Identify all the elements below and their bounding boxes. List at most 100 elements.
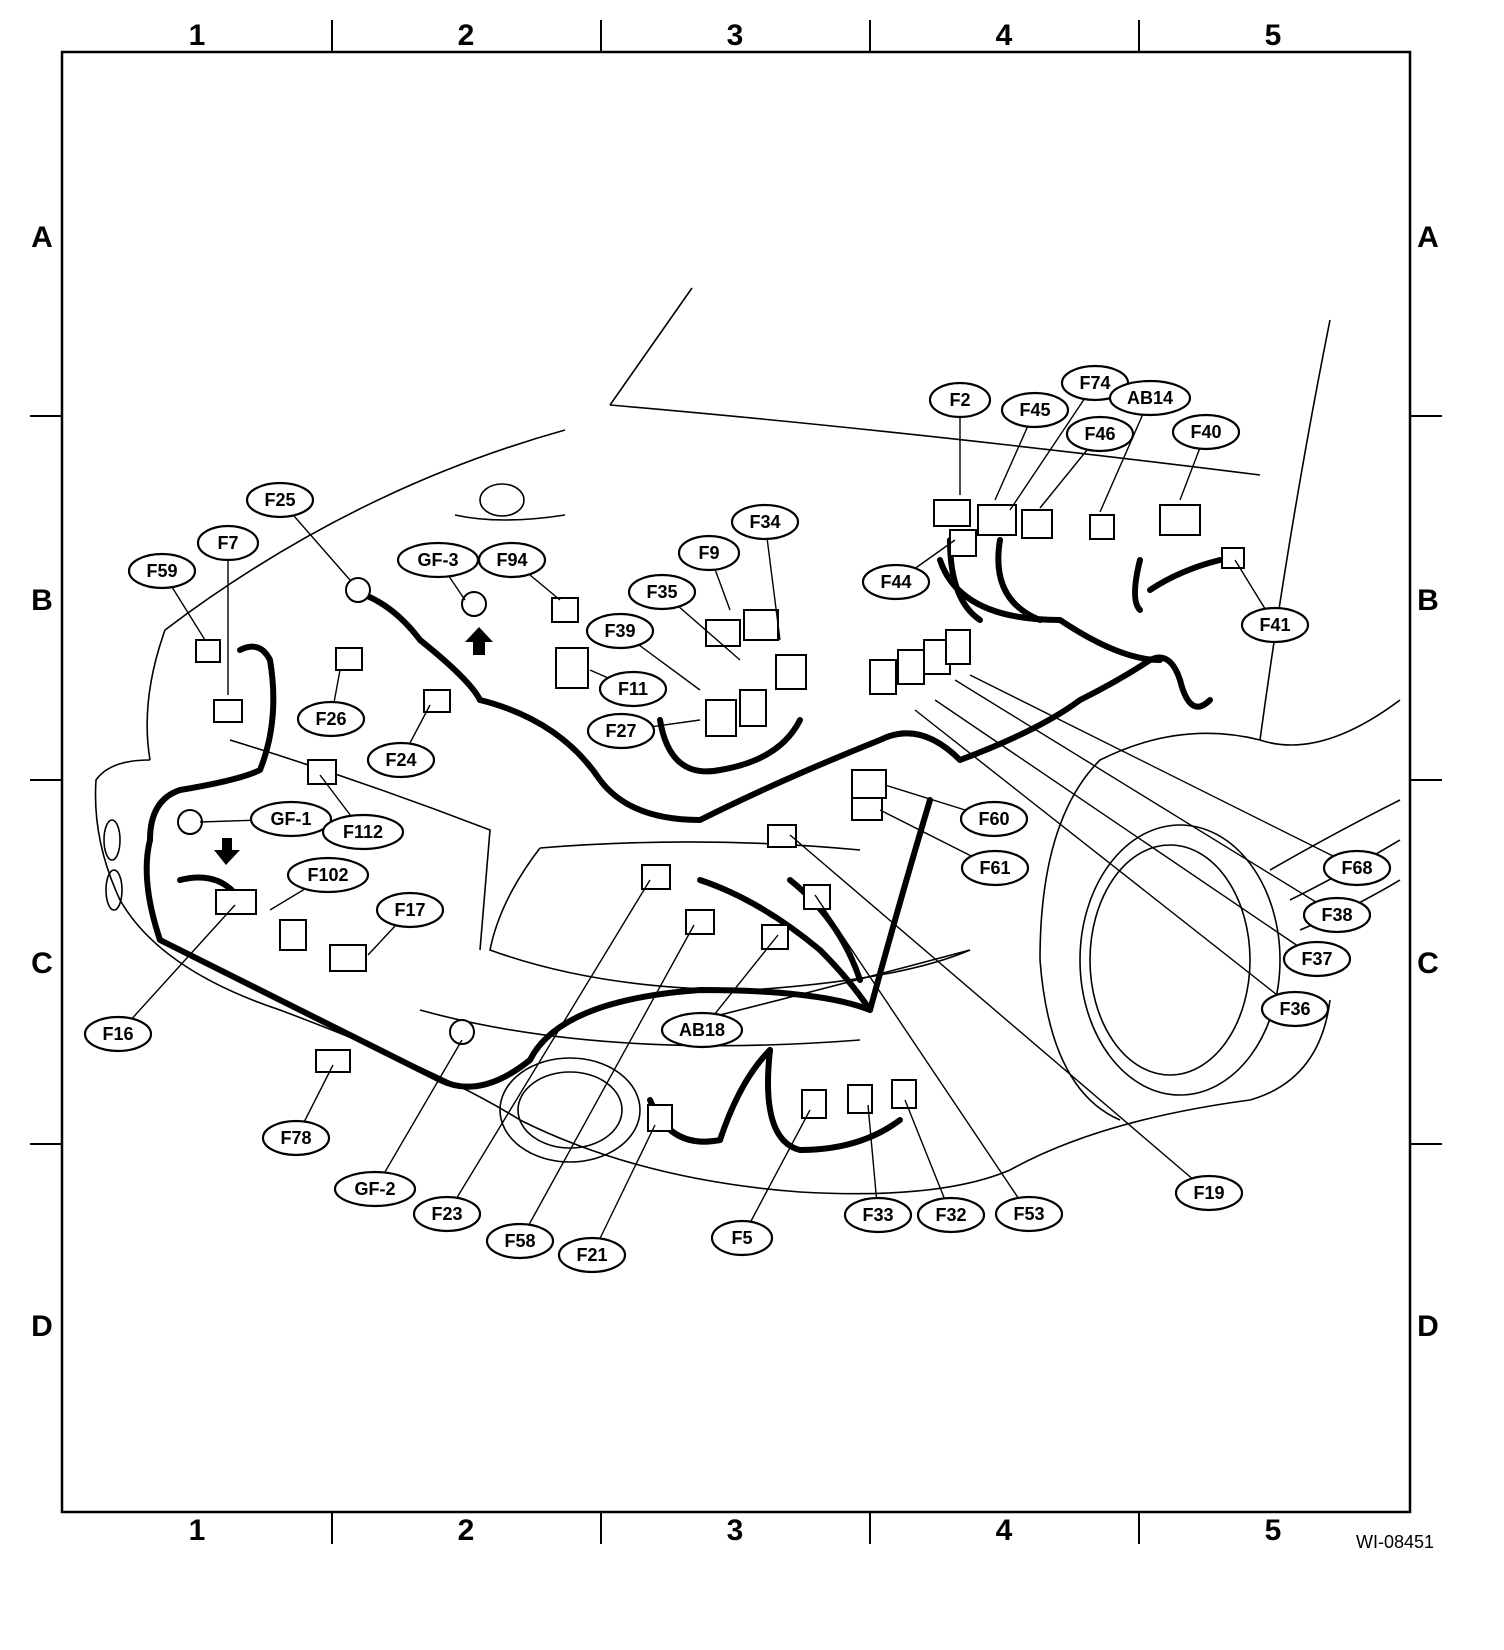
callout-f37: F37	[1282, 940, 1352, 978]
callout-label-f60: F60	[978, 809, 1009, 829]
column-label-top-5: 5	[1265, 19, 1282, 52]
callout-label-f58: F58	[504, 1231, 535, 1251]
callout-bubble-ab14	[1108, 379, 1192, 417]
leader-line-gf-2	[374, 1039, 463, 1190]
harness-wires	[143, 537, 1223, 1153]
callout-f45: F45	[1000, 391, 1070, 429]
callout-label-f2: F2	[949, 390, 970, 410]
callout-bubble-f61	[960, 849, 1030, 887]
document-id: WI-08451	[1356, 1532, 1434, 1552]
column-label-bottom-4: 4	[996, 1514, 1013, 1547]
callout-bubble-f7	[196, 524, 260, 562]
callout-f25: F25	[245, 481, 315, 519]
leader-line-f53	[814, 894, 1030, 1215]
callout-f41: F41	[1240, 606, 1310, 644]
callout-label-f37: F37	[1301, 949, 1332, 969]
leader-line-f36	[914, 709, 1296, 1010]
callout-gf-1: GF-1	[249, 800, 333, 838]
leader-line-ab14	[1099, 397, 1151, 513]
callout-bubble-f59	[127, 552, 197, 590]
callout-bubble-f36	[1260, 990, 1330, 1028]
callout-bubble-gf-1	[249, 800, 333, 838]
leader-line-f38	[954, 679, 1338, 916]
callout-label-gf-2: GF-2	[354, 1179, 395, 1199]
callout-bubble-f58	[485, 1222, 555, 1260]
callout-bubble-f9	[677, 534, 741, 572]
callout-bubble-f2	[928, 381, 992, 419]
callout-f58: F58	[485, 1222, 555, 1260]
callout-bubble-f35	[627, 573, 697, 611]
callout-f9: F9	[677, 534, 741, 572]
row-label-left-B: B	[31, 584, 53, 617]
callout-f53: F53	[994, 1195, 1064, 1233]
callout-bubble-f17	[375, 891, 445, 929]
callout-f61: F61	[960, 849, 1030, 887]
callout-f16: F16	[83, 1015, 153, 1053]
callout-label-f68: F68	[1341, 858, 1372, 878]
callout-label-f46: F46	[1084, 424, 1115, 444]
leader-line-f19	[789, 834, 1210, 1194]
callout-f112: F112	[321, 813, 405, 851]
column-label-top-1: 1	[189, 19, 206, 52]
callout-label-f5: F5	[731, 1228, 752, 1248]
callout-bubble-f27	[586, 712, 656, 750]
callout-bubble-f21	[557, 1236, 627, 1274]
column-label-top-3: 3	[727, 19, 744, 52]
callout-bubble-f53	[994, 1195, 1064, 1233]
callout-ab18: AB18	[660, 1011, 744, 1049]
connector-bodies	[177, 499, 1245, 1132]
callout-f60: F60	[959, 800, 1029, 838]
callout-bubble-f44	[861, 563, 931, 601]
callout-bubble-f40	[1171, 413, 1241, 451]
leader-line-f23	[446, 879, 651, 1215]
column-label-bottom-1: 1	[189, 1514, 206, 1547]
column-label-top-2: 2	[458, 19, 475, 52]
callout-label-f78: F78	[280, 1128, 311, 1148]
callout-f11: F11	[598, 670, 668, 708]
row-label-right-C: C	[1417, 947, 1439, 980]
callout-bubble-f112	[321, 813, 405, 851]
callout-label-f32: F32	[935, 1205, 966, 1225]
grid-ticks	[30, 20, 1442, 1544]
arrow-down-icon	[214, 838, 240, 865]
callout-bubble-f23	[412, 1195, 482, 1233]
row-label-right-A: A	[1417, 221, 1439, 254]
callout-f40: F40	[1171, 413, 1241, 451]
callout-gf-3: GF-3	[396, 541, 480, 579]
callout-label-f27: F27	[605, 721, 636, 741]
leader-line-f5	[741, 1109, 811, 1239]
leader-line-f68	[969, 674, 1358, 869]
callout-bubble-f46	[1065, 415, 1135, 453]
callout-f34: F34	[730, 503, 800, 541]
callout-label-f7: F7	[217, 533, 238, 553]
callout-bubble-f78	[261, 1119, 331, 1157]
row-label-left-A: A	[31, 221, 53, 254]
callout-label-f112: F112	[343, 822, 383, 842]
callout-label-f25: F25	[264, 490, 295, 510]
leader-line-f37	[934, 699, 1318, 960]
callout-f23: F23	[412, 1195, 482, 1233]
leader-line-f58	[519, 924, 695, 1242]
callout-label-f24: F24	[385, 750, 416, 770]
callout-bubble-f24	[366, 741, 436, 779]
callout-ab14: AB14	[1108, 379, 1192, 417]
leader-line-f16	[117, 904, 236, 1035]
callout-f32: F32	[916, 1196, 986, 1234]
arrow-icons	[214, 627, 493, 865]
callout-f59: F59	[127, 552, 197, 590]
callout-bubble-f11	[598, 670, 668, 708]
callout-f36: F36	[1260, 990, 1330, 1028]
callout-label-gf-1: GF-1	[270, 809, 311, 829]
callout-f17: F17	[375, 891, 445, 929]
leader-line-f33	[867, 1104, 879, 1216]
callout-f24: F24	[366, 741, 436, 779]
callout-label-f21: F21	[576, 1245, 607, 1265]
callout-label-f74: F74	[1079, 373, 1110, 393]
callout-label-f53: F53	[1013, 1204, 1044, 1224]
callout-gf-2: GF-2	[333, 1170, 417, 1208]
callout-f26: F26	[296, 700, 366, 738]
callout-f5: F5	[710, 1219, 774, 1257]
callout-bubble-f60	[959, 800, 1029, 838]
